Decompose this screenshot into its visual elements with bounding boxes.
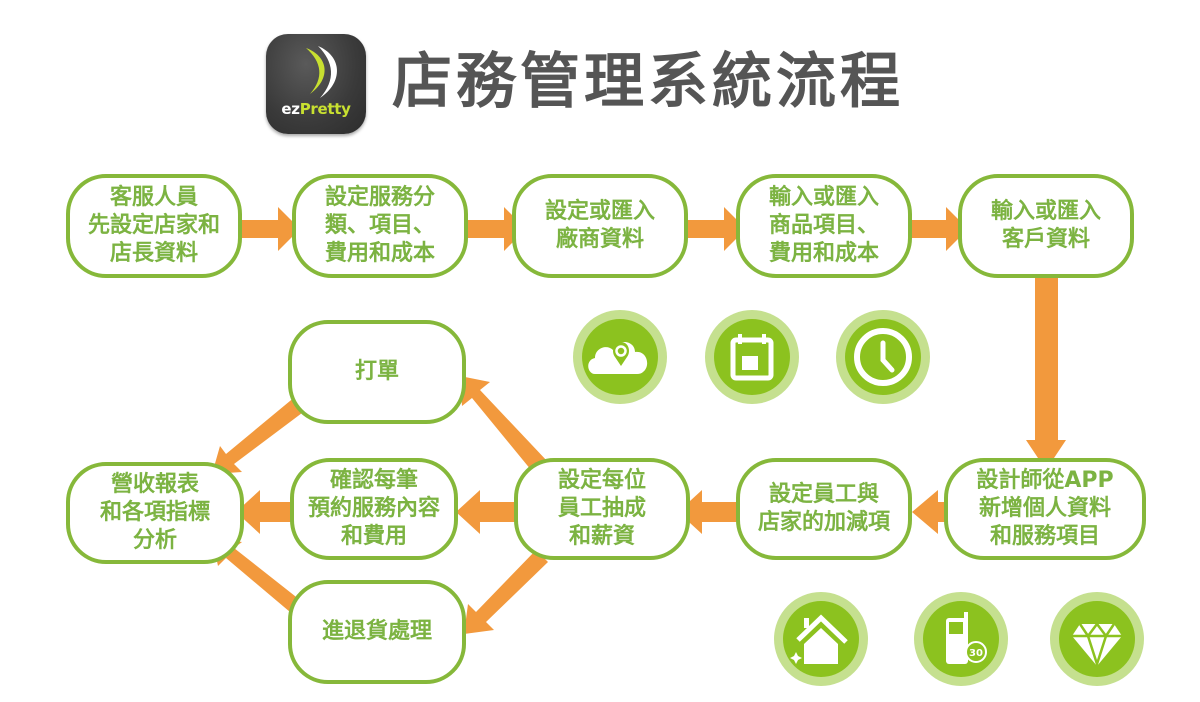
diamond-icon	[1050, 592, 1144, 686]
node-service-setup: 設定服務分 類、項目、 費用和成本	[292, 174, 468, 278]
node-reports: 營收報表 和各項指標 分析	[66, 462, 244, 564]
arrow-left-2	[678, 490, 740, 534]
logo-wordmark: ezPretty	[266, 100, 366, 118]
node-product-data: 輸入或匯入 商品項目、 費用和成本	[736, 174, 912, 278]
arrow-right-2	[466, 207, 526, 251]
node-billing: 打單	[288, 320, 466, 424]
arrow-to-billing	[460, 376, 548, 476]
calendar-icon	[705, 310, 799, 404]
phone-timer-icon: 30	[914, 592, 1008, 686]
clock-icon	[836, 310, 930, 404]
node-commission: 設定每位 員工抽成 和薪資	[514, 458, 690, 560]
arrow-left-3	[456, 490, 518, 534]
logo-suffix: Pretty	[299, 100, 351, 118]
arrow-returns-to-reports	[212, 538, 300, 612]
arrow-right-4	[908, 207, 968, 251]
house-icon	[774, 592, 868, 686]
node-confirm-booking: 確認每筆 預約服務內容 和費用	[290, 458, 458, 560]
arrow-left-4	[236, 490, 296, 534]
node-returns: 進退貨處理	[288, 580, 466, 684]
ezpretty-logo: ezPretty	[266, 34, 366, 134]
page-title: 店務管理系統流程	[392, 47, 904, 117]
node-designer-app: 設計師從APP 新增個人資料 和服務項目	[944, 458, 1146, 560]
arrow-left-1	[912, 490, 952, 534]
ezpretty-logo-icon	[306, 46, 338, 98]
arrow-right-1	[240, 207, 300, 251]
node-adjustments: 設定員工與 店家的加減項	[736, 458, 912, 560]
logo-prefix: ez	[281, 100, 300, 118]
arrow-down	[1026, 276, 1066, 470]
node-customer-data: 輸入或匯入 客戶資料	[958, 174, 1134, 278]
timer-label: 30	[969, 648, 983, 659]
node-vendor-data: 設定或匯入 廠商資料	[512, 174, 688, 278]
arrow-right-3	[686, 207, 746, 251]
node-cs-setup: 客服人員 先設定店家和 店長資料	[66, 174, 242, 278]
cloud-location-icon	[573, 310, 667, 404]
arrow-billing-to-reports	[212, 396, 306, 474]
arrow-to-returns	[464, 550, 548, 634]
